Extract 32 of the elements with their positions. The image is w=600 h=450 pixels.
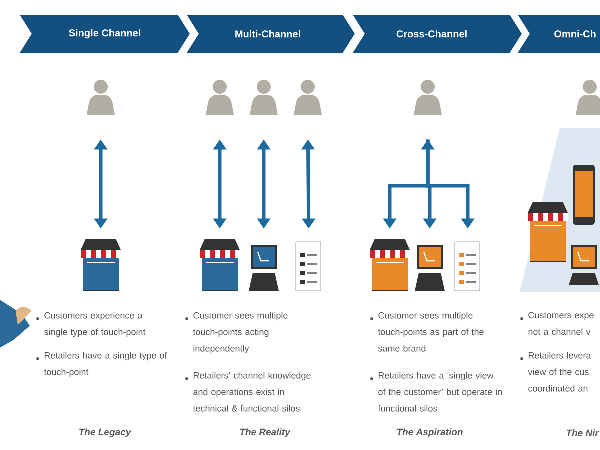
caption-text: The Aspiration	[397, 428, 463, 438]
computer-icon	[569, 245, 599, 285]
computer-icon	[249, 245, 279, 291]
store-icon	[528, 202, 568, 262]
person-icon	[576, 80, 600, 115]
store-icon	[370, 239, 410, 292]
caption-text: The Legacy	[80, 428, 132, 438]
phone-icon	[573, 165, 595, 225]
computer-icon	[415, 245, 445, 291]
chevron-banner: Omni-Ch	[518, 15, 600, 53]
bullet-text: Customers experience a single type of touch-point	[36, 312, 146, 338]
bullet-text: Retailers’ channel knowledge and operations exist in technical & functional silos	[186, 372, 311, 412]
person-icon	[250, 80, 278, 115]
store-icon	[81, 239, 121, 292]
bullet-text: Retailers levera view of the cus coordinated an	[520, 352, 592, 392]
chevron-banner: Cross-Channel	[353, 15, 522, 53]
catalog-icon	[454, 242, 480, 292]
person-icon	[87, 80, 115, 115]
caption-text: The Nir	[566, 430, 600, 436]
chevron-banner: Single Channel	[20, 15, 190, 53]
chevron-banner: Multi-Channel	[187, 15, 355, 53]
person-icon	[414, 80, 442, 115]
catalog-icon	[296, 242, 322, 292]
bullet-text: Customer sees multiple touch-points acting independently	[186, 312, 288, 354]
person-icon	[206, 80, 234, 115]
bullet-text: Retailers have a single type of touch-point	[36, 352, 168, 378]
bullet-text: Customer sees multiple touch-points as part of the same brand	[370, 312, 484, 352]
bullet-text: Customers expe not a channel v	[520, 312, 594, 336]
caption-text: The Reality	[240, 428, 291, 438]
store-icon	[200, 239, 240, 292]
bullet-text: Retailers have a ‘single view of the customer’ but operate in functional silos	[370, 372, 502, 412]
person-icon	[294, 80, 322, 115]
